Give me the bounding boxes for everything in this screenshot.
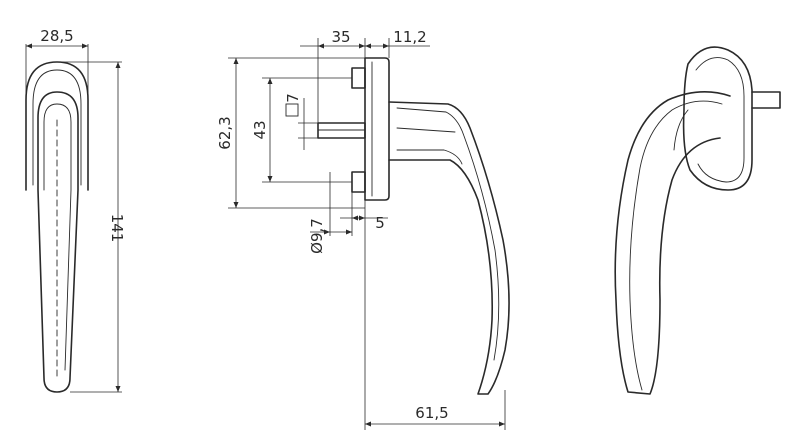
perspective-handle bbox=[614, 91, 731, 395]
front-handle-inner bbox=[43, 103, 72, 371]
front-handle-body bbox=[37, 91, 79, 393]
dim-width-top: 28,5 bbox=[40, 27, 73, 45]
dim-height-total: 141 bbox=[108, 214, 126, 243]
dim-square: 7 bbox=[284, 93, 302, 103]
dim-screw-diameter: Ø9,7 bbox=[308, 218, 326, 254]
side-handle-lever bbox=[388, 101, 510, 395]
perspective-view bbox=[614, 46, 781, 395]
dim-projection: 61,5 bbox=[415, 404, 448, 422]
perspective-rose bbox=[682, 46, 753, 191]
front-rose-inner bbox=[32, 69, 82, 186]
dim-screw-spacing: 43 bbox=[251, 120, 269, 139]
dim-spindle-offset: 11,2 bbox=[393, 28, 426, 46]
dim-boss: 5 bbox=[375, 214, 385, 232]
dim-rose-depth: 35 bbox=[331, 28, 350, 46]
front-view: 28,5 141 bbox=[25, 27, 126, 393]
square-spindle bbox=[317, 122, 366, 139]
side-view: 35 11,2 62,3 43 7 Ø9,7 5 bbox=[216, 28, 510, 430]
side-handle-detail bbox=[396, 107, 500, 361]
dim-rose-height: 62,3 bbox=[216, 116, 234, 149]
perspective-spindle bbox=[751, 91, 781, 109]
square-symbol bbox=[285, 103, 299, 117]
side-base-plate bbox=[364, 57, 390, 201]
upper-screw-boss bbox=[351, 67, 366, 89]
lower-screw-boss bbox=[351, 171, 366, 193]
front-rose-outline bbox=[25, 61, 89, 191]
